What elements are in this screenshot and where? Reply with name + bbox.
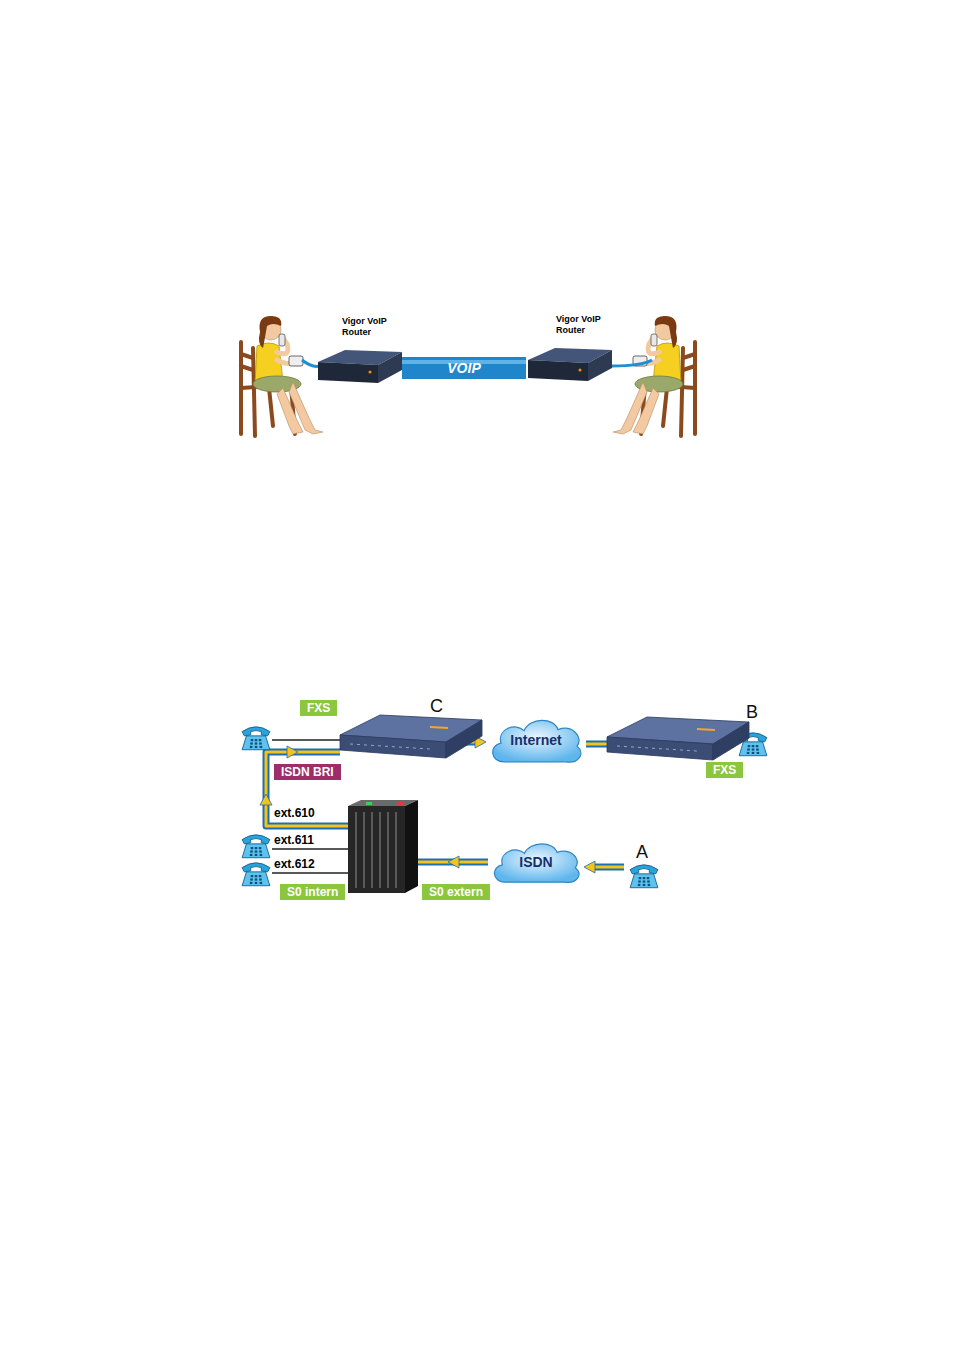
arrow-head (584, 861, 595, 873)
signal-line (584, 861, 624, 873)
device-label: Vigor VoIP Router (556, 314, 612, 336)
bus-tag: S0 intern (280, 884, 345, 900)
endpoint-node: A (624, 842, 664, 888)
people-illustration (241, 316, 695, 436)
connection-label: VOIP (447, 360, 480, 376)
network-name: ISDN (519, 854, 552, 870)
line-core (593, 866, 624, 869)
endpoint-letter: C (430, 696, 443, 716)
interface-tag: ISDN BRI (274, 764, 341, 780)
network-cloud: Internet (486, 714, 586, 766)
port-tag: FXS (300, 700, 337, 716)
endpoint-letter: B (746, 702, 758, 722)
network-cloud: ISDN (488, 838, 584, 886)
router-node: Vigor VoIP Router (526, 312, 612, 384)
extension-label: ext.612 (274, 857, 315, 871)
device-label: Vigor VoIP Router (342, 316, 398, 338)
router-node: Vigor VoIP Router (316, 314, 402, 386)
endpoint-letter: A (636, 842, 648, 862)
endpoint-node: B (736, 702, 772, 760)
bus-tag: S0 extern (422, 884, 490, 900)
extension-label: ext.611 (274, 833, 314, 847)
extension-label: ext.610 (274, 806, 315, 820)
endpoint-node: C (340, 696, 462, 760)
cloud-outline (494, 844, 579, 883)
network-name: Internet (510, 732, 561, 748)
port-tag: FXS (706, 762, 743, 778)
line-outline (593, 864, 624, 871)
cloud-outline (493, 720, 581, 762)
band-body (402, 357, 526, 379)
network-wires (272, 740, 348, 873)
router-pair (318, 348, 612, 383)
pbx-unit (348, 800, 418, 893)
